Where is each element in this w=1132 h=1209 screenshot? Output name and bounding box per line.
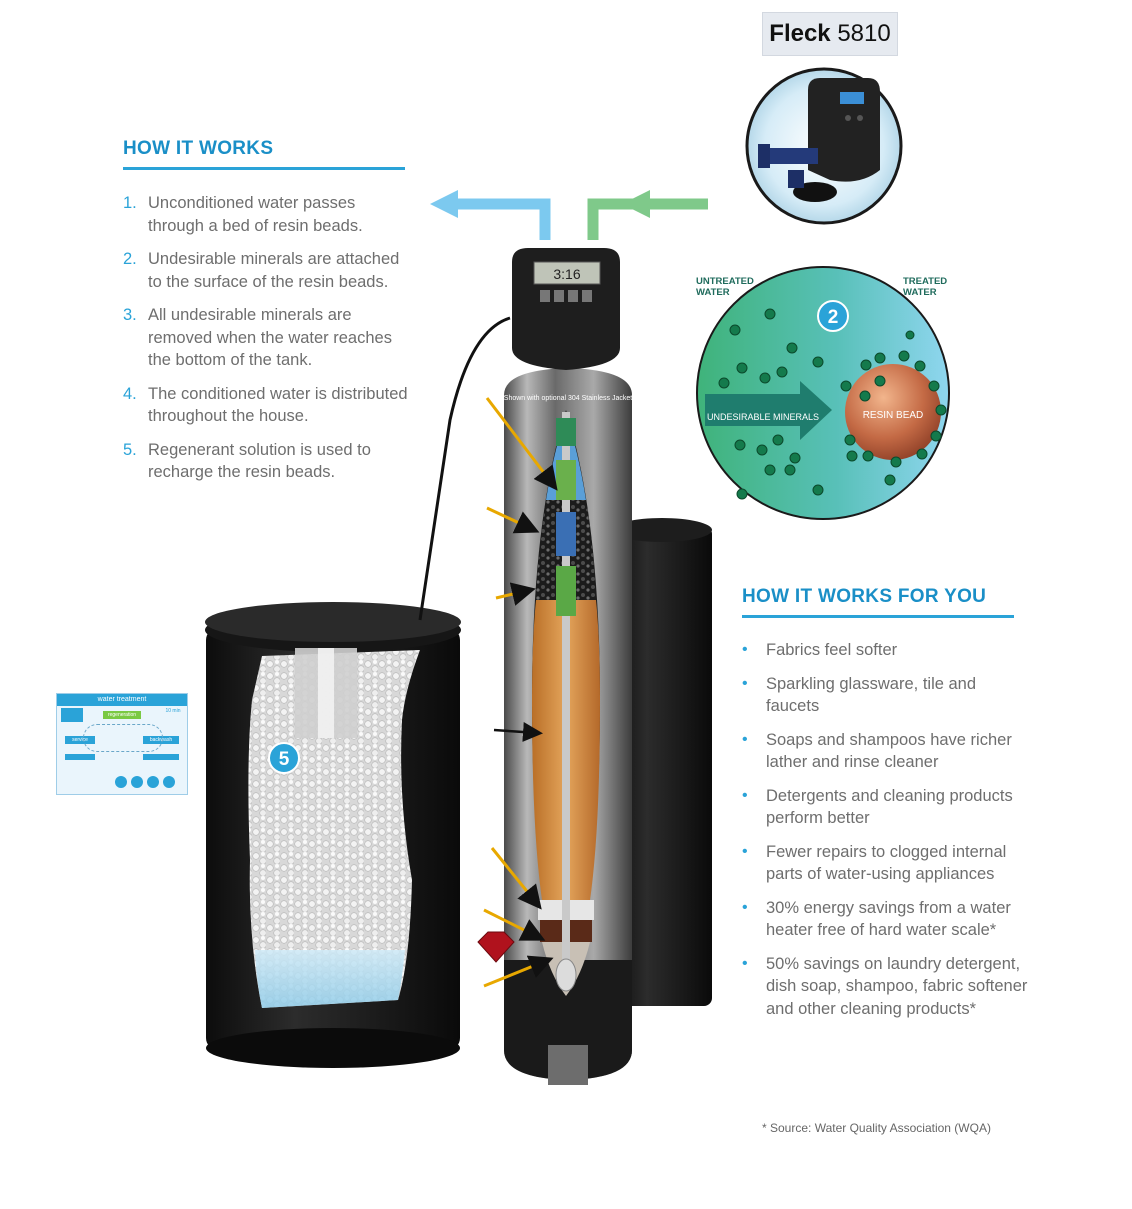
app-screen-tile xyxy=(65,754,95,760)
how-it-works-steps: 1.Unconditioned water passes through a b… xyxy=(123,192,413,495)
app-screen-button-icon xyxy=(131,776,143,788)
untreated-water-arrow xyxy=(587,190,708,240)
app-screen-cycle-ring xyxy=(83,724,163,752)
app-screen-tile xyxy=(143,754,179,760)
app-screen-button-icon xyxy=(115,776,127,788)
app-screen-time-label: 10 min xyxy=(165,708,181,714)
benefit-item: 30% energy savings from a water heater f… xyxy=(742,897,1032,942)
treated-water-label: TREATED WATER xyxy=(903,276,948,298)
app-screen-tile xyxy=(61,708,83,722)
app-screen-button-icon xyxy=(163,776,175,788)
app-screen-left-label: service xyxy=(65,736,95,744)
undesirable-minerals-label: UNDESIRABLE MINERALS xyxy=(707,412,819,422)
resin-bead-label: RESIN BEAD xyxy=(863,410,924,421)
benefit-item: Sparkling glassware, tile and faucets xyxy=(742,673,1032,718)
model-number: 5810 xyxy=(837,20,891,47)
benefit-item: Fewer repairs to clogged internal parts … xyxy=(742,841,1032,886)
step-item: 4.The conditioned water is distributed t… xyxy=(123,384,408,426)
controller-display: 3:16 xyxy=(553,266,580,282)
app-screen-button-icon xyxy=(147,776,159,788)
ion-exchange-diagram: 2 UNDESIRABLE MINERALS RESIN BEAD xyxy=(696,266,950,520)
step-item: 1.Unconditioned water passes through a b… xyxy=(123,194,363,235)
treated-water-arrow xyxy=(430,190,551,240)
exchange-step-badge: 2 xyxy=(828,307,839,328)
controller-head: 3:16 xyxy=(512,248,620,370)
brine-tube xyxy=(418,316,511,621)
back-tank xyxy=(612,518,712,1006)
source-note: * Source: Water Quality Association (WQA… xyxy=(762,1121,991,1135)
untreated-water-label: UNTREATED WATER xyxy=(696,276,754,298)
how-it-works-heading: HOW IT WORKS xyxy=(123,138,274,159)
benefits-list: Fabrics feel softer Sparkling glassware,… xyxy=(742,639,1032,1031)
app-screen-center-label: regeneration xyxy=(103,711,141,719)
brine-badge: 5 xyxy=(279,749,290,770)
step-item: 2.Undesirable minerals are attached to t… xyxy=(123,250,400,291)
valve-closeup xyxy=(745,67,903,225)
step-item: 5.Regenerant solution is used to recharg… xyxy=(123,440,371,482)
benefit-item: 50% savings on laundry detergent, dish s… xyxy=(742,953,1032,1021)
benefit-item: Detergents and cleaning products perform… xyxy=(742,785,1032,830)
step-item: 3.All undesirable minerals are removed w… xyxy=(123,306,392,369)
model-brand: Fleck xyxy=(769,20,831,47)
tank-caption: Shown with optional 304 Stainless Jacket xyxy=(504,395,632,402)
model-title: Fleck 5810 xyxy=(762,12,898,56)
brine-tank: 5 xyxy=(205,602,461,1068)
benefits-rule xyxy=(742,615,1014,618)
resin-tank: Shown with optional 304 Stainless Jacket xyxy=(477,368,632,1085)
benefit-item: Fabrics feel softer xyxy=(742,639,1032,662)
how-it-works-rule xyxy=(123,167,405,170)
app-screen-title: water treatment xyxy=(57,694,187,706)
app-screen-thumbnail: water treatment regeneration 10 min serv… xyxy=(56,693,188,795)
benefits-heading: HOW IT WORKS FOR YOU xyxy=(742,586,987,607)
benefit-item: Soaps and shampoos have richer lather an… xyxy=(742,729,1032,774)
